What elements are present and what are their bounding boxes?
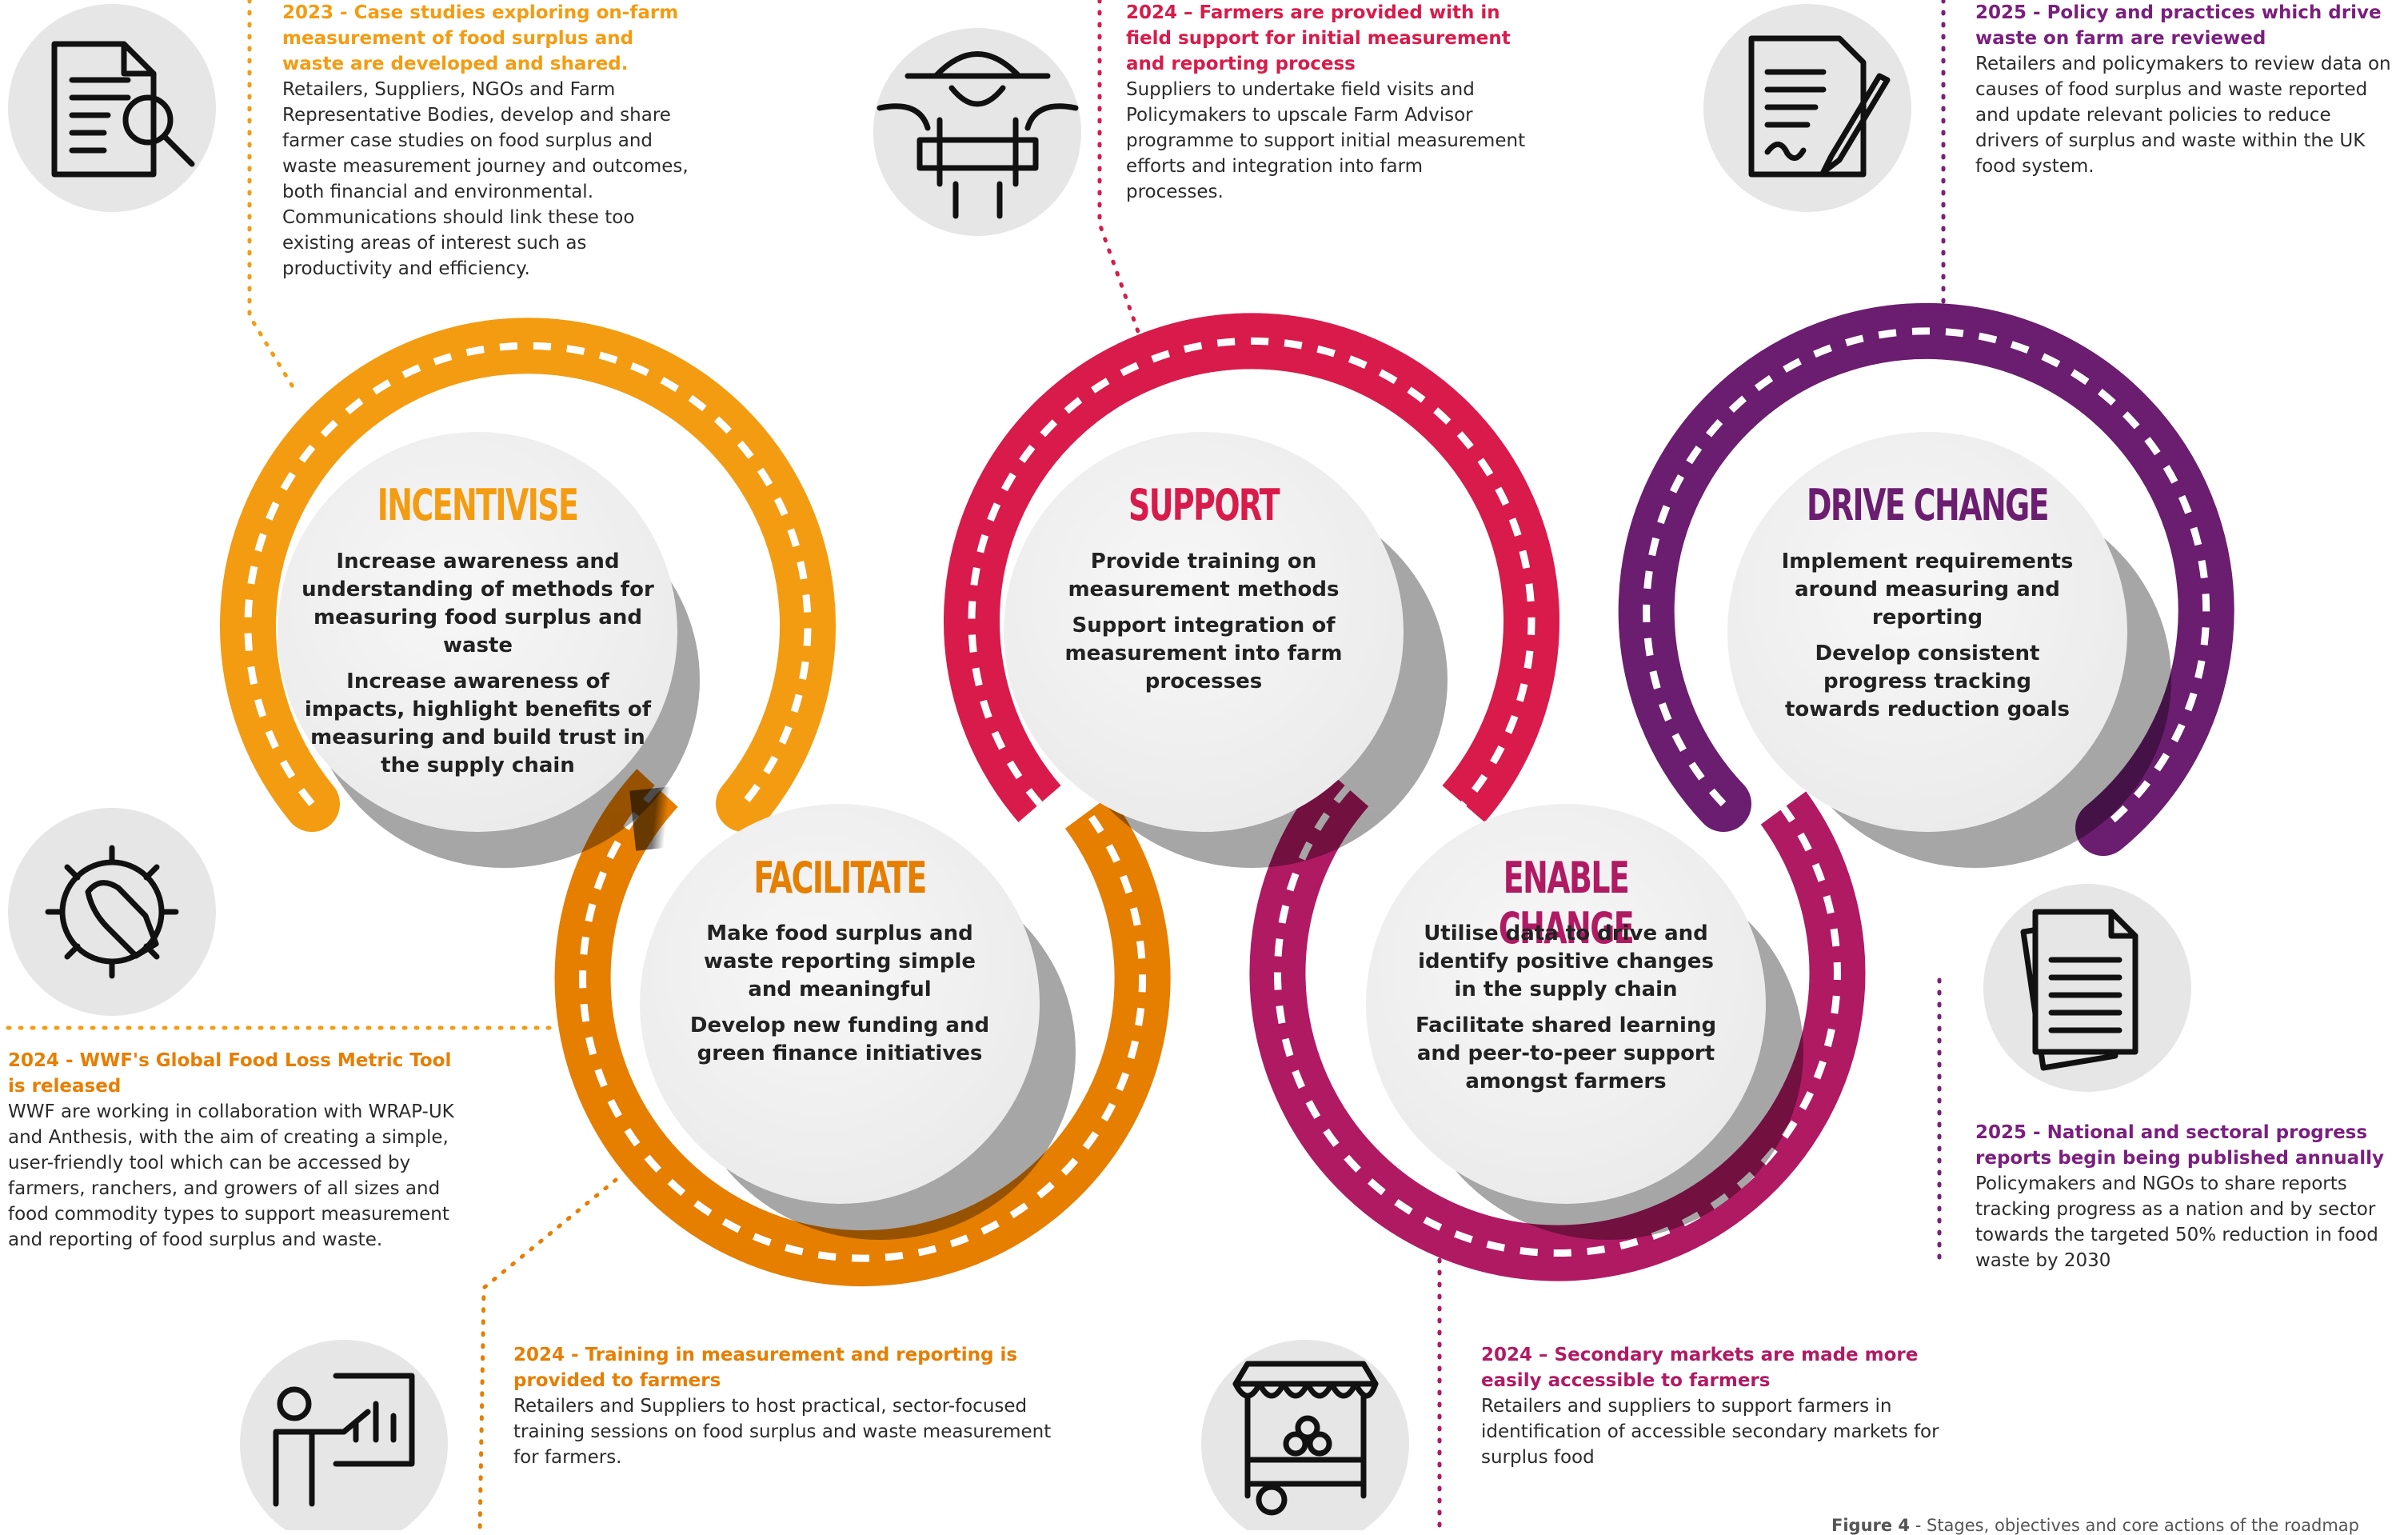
market-stall-icon [1232,1361,1379,1516]
annotation-body: Retailers and suppliers to support farme… [1481,1396,1939,1468]
annotation-title: 2024 - WWF's Global Food Loss Metric Too… [8,1050,452,1097]
figure-caption-text: - Stages, objectives and core actions of… [1910,1516,2360,1535]
annotation-body: Retailers, Suppliers, NGOs and Farm Repr… [282,79,689,279]
ring-drive-change [1618,302,2234,856]
stage-title-enable-change: ENABLE CHANGE [1498,853,1635,953]
circle-drive-change [1727,432,2127,832]
objective: Increase awareness of impacts, highlight… [304,670,652,777]
annotation-secondary-markets: 2024 – Secondary markets are made more e… [1481,1342,1961,1470]
objective: Provide training on measurement methods [1068,550,1340,602]
ring-facilitate [554,769,1171,1287]
figure-caption-label: Figure 4 [1831,1516,1911,1535]
annotation-body: Retailers and policymakers to review dat… [1975,54,2391,177]
annotation-title: 2024 – Secondary markets are made more e… [1481,1345,1919,1391]
stage-objectives-drive-change: Implement requirements around measuring … [1779,548,2075,732]
annotation-body: Suppliers to undertake field visits and … [1126,79,1526,202]
document-search-icon [51,41,195,178]
annotation-wwf-tool: 2024 - WWF's Global Food Loss Metric Too… [8,1048,456,1253]
annotation-progress-reports: 2025 - National and sectoral progress re… [1975,1120,2391,1273]
circle-facilitate [640,804,1040,1204]
annotation-title: 2024 - Training in measurement and repor… [513,1345,1018,1391]
gear-wrench-icon [45,845,179,979]
farmer-icon [877,51,1079,219]
circle-support [1004,432,1404,832]
circle-incentivise [278,432,677,832]
leader-case-studies [247,0,298,394]
presentation-icon [273,1373,415,1507]
stage-title-incentivise: INCENTIVISE [377,480,579,530]
objective: Develop consistent progress tracking tow… [1785,642,2070,722]
annotation-body: WWF are working in collaboration with WR… [8,1101,454,1250]
stage-objectives-enable-change: Utilise data to drive and identify posit… [1414,920,1718,1104]
ring-incentivise [220,318,836,832]
objective: Increase awareness and understanding of … [301,550,654,658]
objective: Support integration of measurement into … [1064,614,1343,694]
objective: Develop new funding and green finance in… [689,1013,990,1065]
stage-objectives-incentivise: Increase awareness and understanding of … [296,548,660,788]
objective: Make food surplus and waste reporting si… [703,921,976,1001]
ring-enable-change [1249,769,1866,1281]
annotation-field-support: 2024 – Farmers are provided with in fiel… [1126,0,1526,205]
stage-objectives-support: Provide training on measurement methods … [1064,548,1344,704]
stage-objectives-facilitate: Make food surplus and waste reporting si… [688,920,992,1076]
ring-support [944,313,1559,822]
leader-training [477,1177,618,1530]
reports-icon [2020,909,2138,1071]
leader-field-support [1097,0,1142,338]
annotation-policy-review: 2025 - Policy and practices which drive … [1975,0,2391,179]
annotation-title: 2025 - National and sectoral progress re… [1975,1122,2384,1169]
annotation-training: 2024 - Training in measurement and repor… [513,1342,1073,1470]
circle-enable-change [1366,804,1766,1204]
stage-title-facilitate: FACILITATE [753,853,927,903]
annotation-case-studies: 2023 - Case studies exploring on-farm me… [282,0,690,282]
figure-caption: Figure 4 - Stages, objectives and core a… [1831,1516,2407,1535]
objective: Facilitate shared learning and peer-to-p… [1415,1013,1717,1093]
document-pen-icon [1748,35,1891,178]
annotation-body: Policymakers and NGOs to share reports t… [1975,1173,2378,1271]
objective: Utilise data to drive and identify posit… [1418,921,1714,1001]
annotation-title: 2023 - Case studies exploring on-farm me… [282,2,679,74]
stage-title-drive-change: DRIVE CHANGE [1807,480,2050,530]
annotation-title: 2024 – Farmers are provided with in fiel… [1126,2,1511,74]
annotation-title: 2025 - Policy and practices which drive … [1975,2,2382,49]
annotation-body: Retailers and Suppliers to host practica… [513,1396,1052,1468]
stage-title-support: SUPPORT [1128,480,1280,530]
objective: Implement requirements around measuring … [1781,550,2074,630]
